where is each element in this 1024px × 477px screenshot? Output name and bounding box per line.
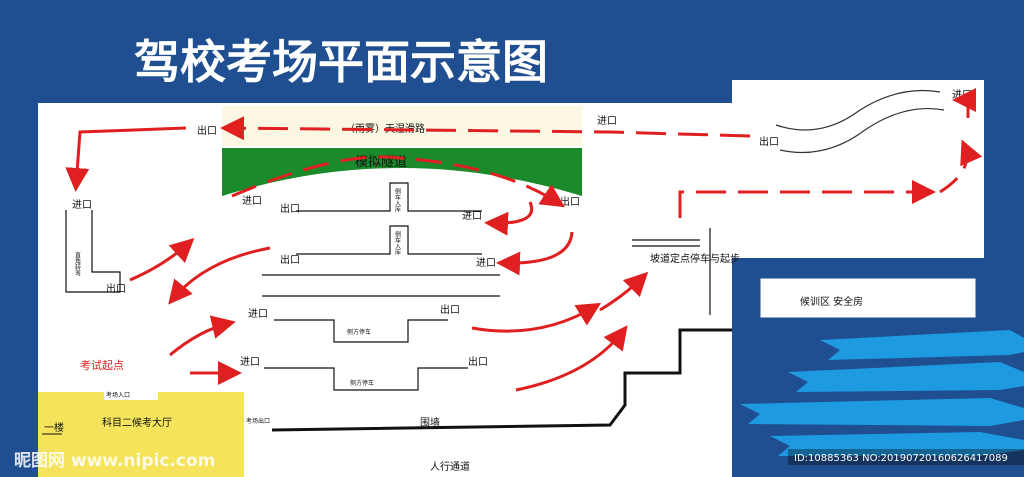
entrance-label-m1: 进口 bbox=[476, 257, 496, 269]
right-field bbox=[732, 80, 984, 258]
route-arrow-11 bbox=[169, 315, 236, 357]
route-arrow-5 bbox=[220, 116, 751, 141]
reverse-parking-2 bbox=[296, 225, 482, 255]
exit-label-s2: 出口 bbox=[468, 355, 488, 368]
hall-left-label: 一楼 bbox=[44, 421, 64, 434]
page-title: 驾校考场平面示意图 bbox=[134, 35, 548, 89]
route-arrow-3 bbox=[952, 88, 976, 118]
wall-label: 围墙 bbox=[420, 416, 440, 429]
entrance-label-left: 进口 bbox=[72, 199, 92, 211]
entrance-label-s2: 进口 bbox=[240, 356, 260, 368]
wall-line bbox=[271, 328, 732, 432]
route-arrow-13 bbox=[471, 302, 602, 333]
hall-area bbox=[38, 392, 244, 477]
entrance-label-t2: 进口 bbox=[462, 210, 482, 222]
route-arrow-6 bbox=[231, 155, 566, 208]
side-parking-1-label: 侧方停车 bbox=[347, 328, 371, 336]
straight-turn-box bbox=[65, 210, 121, 293]
entrance-label-top: 进口 bbox=[597, 115, 617, 127]
deco-arrow-4 bbox=[770, 432, 1024, 456]
side-parking-2 bbox=[264, 367, 468, 391]
wave-line-1 bbox=[775, 89, 941, 131]
route-arrow-10 bbox=[168, 246, 271, 305]
exam-start-label: 考试起点 bbox=[80, 359, 124, 372]
route-arrow-4 bbox=[678, 180, 936, 218]
reverse-parking-1-label: 倒车入库 bbox=[394, 187, 401, 213]
entry-exit-labels: 出口 进口 出口 进口 进口 出口 进口 出口 进口 出口 出口 进口 进口 出… bbox=[72, 89, 972, 368]
route-arrow-8 bbox=[496, 231, 574, 276]
route-arrow-7 bbox=[484, 201, 533, 236]
entrance-label-t1: 进口 bbox=[242, 195, 262, 207]
route-arrow-14 bbox=[515, 325, 628, 392]
reverse-parking-2-label: 倒车入库 bbox=[394, 230, 401, 256]
route-arrows bbox=[65, 88, 983, 392]
straight-turn-label: 直角转弯 bbox=[74, 251, 81, 277]
tunnel-area bbox=[222, 148, 582, 196]
exit-label-t2: 出口 bbox=[560, 195, 580, 208]
deco-arrow-1 bbox=[820, 330, 1024, 360]
route-arrow-2 bbox=[939, 139, 983, 194]
waiting-label: 候训区 安全房 bbox=[800, 295, 863, 308]
watermark-id-bg bbox=[788, 449, 1024, 465]
exit-label-m1: 出口 bbox=[280, 253, 300, 266]
exit-label-right: 出口 bbox=[759, 135, 779, 148]
reverse-parking-1 bbox=[296, 182, 482, 212]
deco-arrow-2 bbox=[788, 362, 1024, 392]
side-parking-2-label: 侧方停车 bbox=[350, 379, 374, 387]
route-arrow-1 bbox=[65, 126, 187, 192]
watermark-logo: 昵图网 www.nipic.com bbox=[14, 451, 215, 471]
waiting-box bbox=[759, 277, 977, 319]
wave-line-2 bbox=[779, 107, 945, 154]
exit-label-top: 出口 bbox=[197, 124, 217, 137]
route-arrow-9 bbox=[129, 237, 195, 282]
fixed-point-label: 坡道定点停车与起步 bbox=[650, 252, 740, 265]
rain-fog-strip bbox=[222, 106, 582, 146]
exit-label-left: 出口 bbox=[106, 282, 126, 295]
hall-entrance-strip bbox=[104, 388, 158, 400]
deco-arrow-3 bbox=[740, 398, 1024, 426]
exam-entrance-label: 考场入口 bbox=[106, 391, 130, 399]
exit-label-s1: 出口 bbox=[440, 303, 460, 316]
exam-exit-label: 考场出口 bbox=[246, 417, 270, 425]
hall-label: 科目二候考大厅 bbox=[102, 416, 172, 429]
entrance-label-s1: 进口 bbox=[248, 308, 268, 320]
side-parking-1 bbox=[274, 319, 448, 343]
route-arrow-15 bbox=[599, 271, 649, 312]
walkway-label: 人行通道 bbox=[430, 460, 470, 473]
exit-label-t1: 出口 bbox=[280, 202, 300, 215]
watermark-id: ID:10885363 NO:20190720160626417089 bbox=[794, 453, 1008, 464]
